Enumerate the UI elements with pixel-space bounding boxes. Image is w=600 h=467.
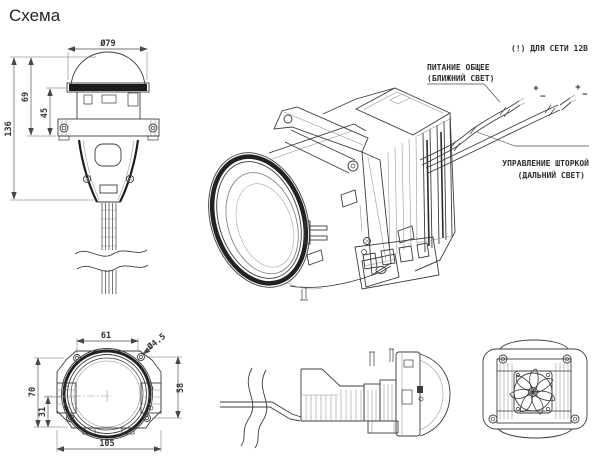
heatsink <box>322 87 456 290</box>
plus-sign-low-beam: + <box>533 84 539 94</box>
perspective-view-drawing <box>208 87 456 301</box>
top-view-drawing: Ø79 136 69 45 <box>4 38 160 294</box>
wire-bundle <box>74 203 149 294</box>
lens-retainer-band <box>69 84 147 91</box>
rear-view-drawing <box>482 339 588 439</box>
power-common-label-line2: (БЛИЖНИЙ СВЕТ) <box>427 72 494 83</box>
dim-overall-width: 105 <box>99 439 114 449</box>
minus-sign-high-beam: − <box>582 90 588 100</box>
cooling-fan <box>508 367 557 415</box>
dim-mount-hole-diameter: Ø4.5 <box>144 331 168 353</box>
wiring-annotations: + − + − (!) ДЛЯ СЕТИ 12В ПИТАНИЕ ОБЩЕЕ (… <box>419 44 589 180</box>
supply-note-label: (!) ДЛЯ СЕТИ 12В <box>511 44 588 53</box>
page-title: Схема <box>9 6 61 25</box>
dim-center-offset: 31 <box>38 407 48 417</box>
dim-lens-diameter: Ø79 <box>99 38 115 49</box>
minus-sign-low-beam: − <box>540 92 546 102</box>
shutter-control-label-line2: (ДАЛЬНИЙ СВЕТ) <box>518 169 585 180</box>
dim-upper-height: 45 <box>40 108 50 118</box>
power-common-label-line1: ПИТАНИЕ ОБЩЕЕ <box>427 63 490 72</box>
projector-lens <box>208 152 310 288</box>
front-view-drawing: 61 Ø4.5 70 31 58 105 <box>28 331 186 452</box>
dim-body-height: 69 <box>21 92 31 102</box>
dim-front-height: 70 <box>28 387 38 397</box>
mounting-bracket <box>273 106 400 288</box>
dim-overall-height: 136 <box>4 121 14 136</box>
plus-sign-high-beam: + <box>575 83 581 93</box>
dim-side-hole-spacing: 58 <box>176 383 186 393</box>
shutter-control-label-line1: УПРАВЛЕНИЕ ШТОРКОЙ <box>502 157 589 168</box>
dim-top-hole-spacing: 61 <box>101 331 111 341</box>
side-view-drawing <box>220 348 451 449</box>
